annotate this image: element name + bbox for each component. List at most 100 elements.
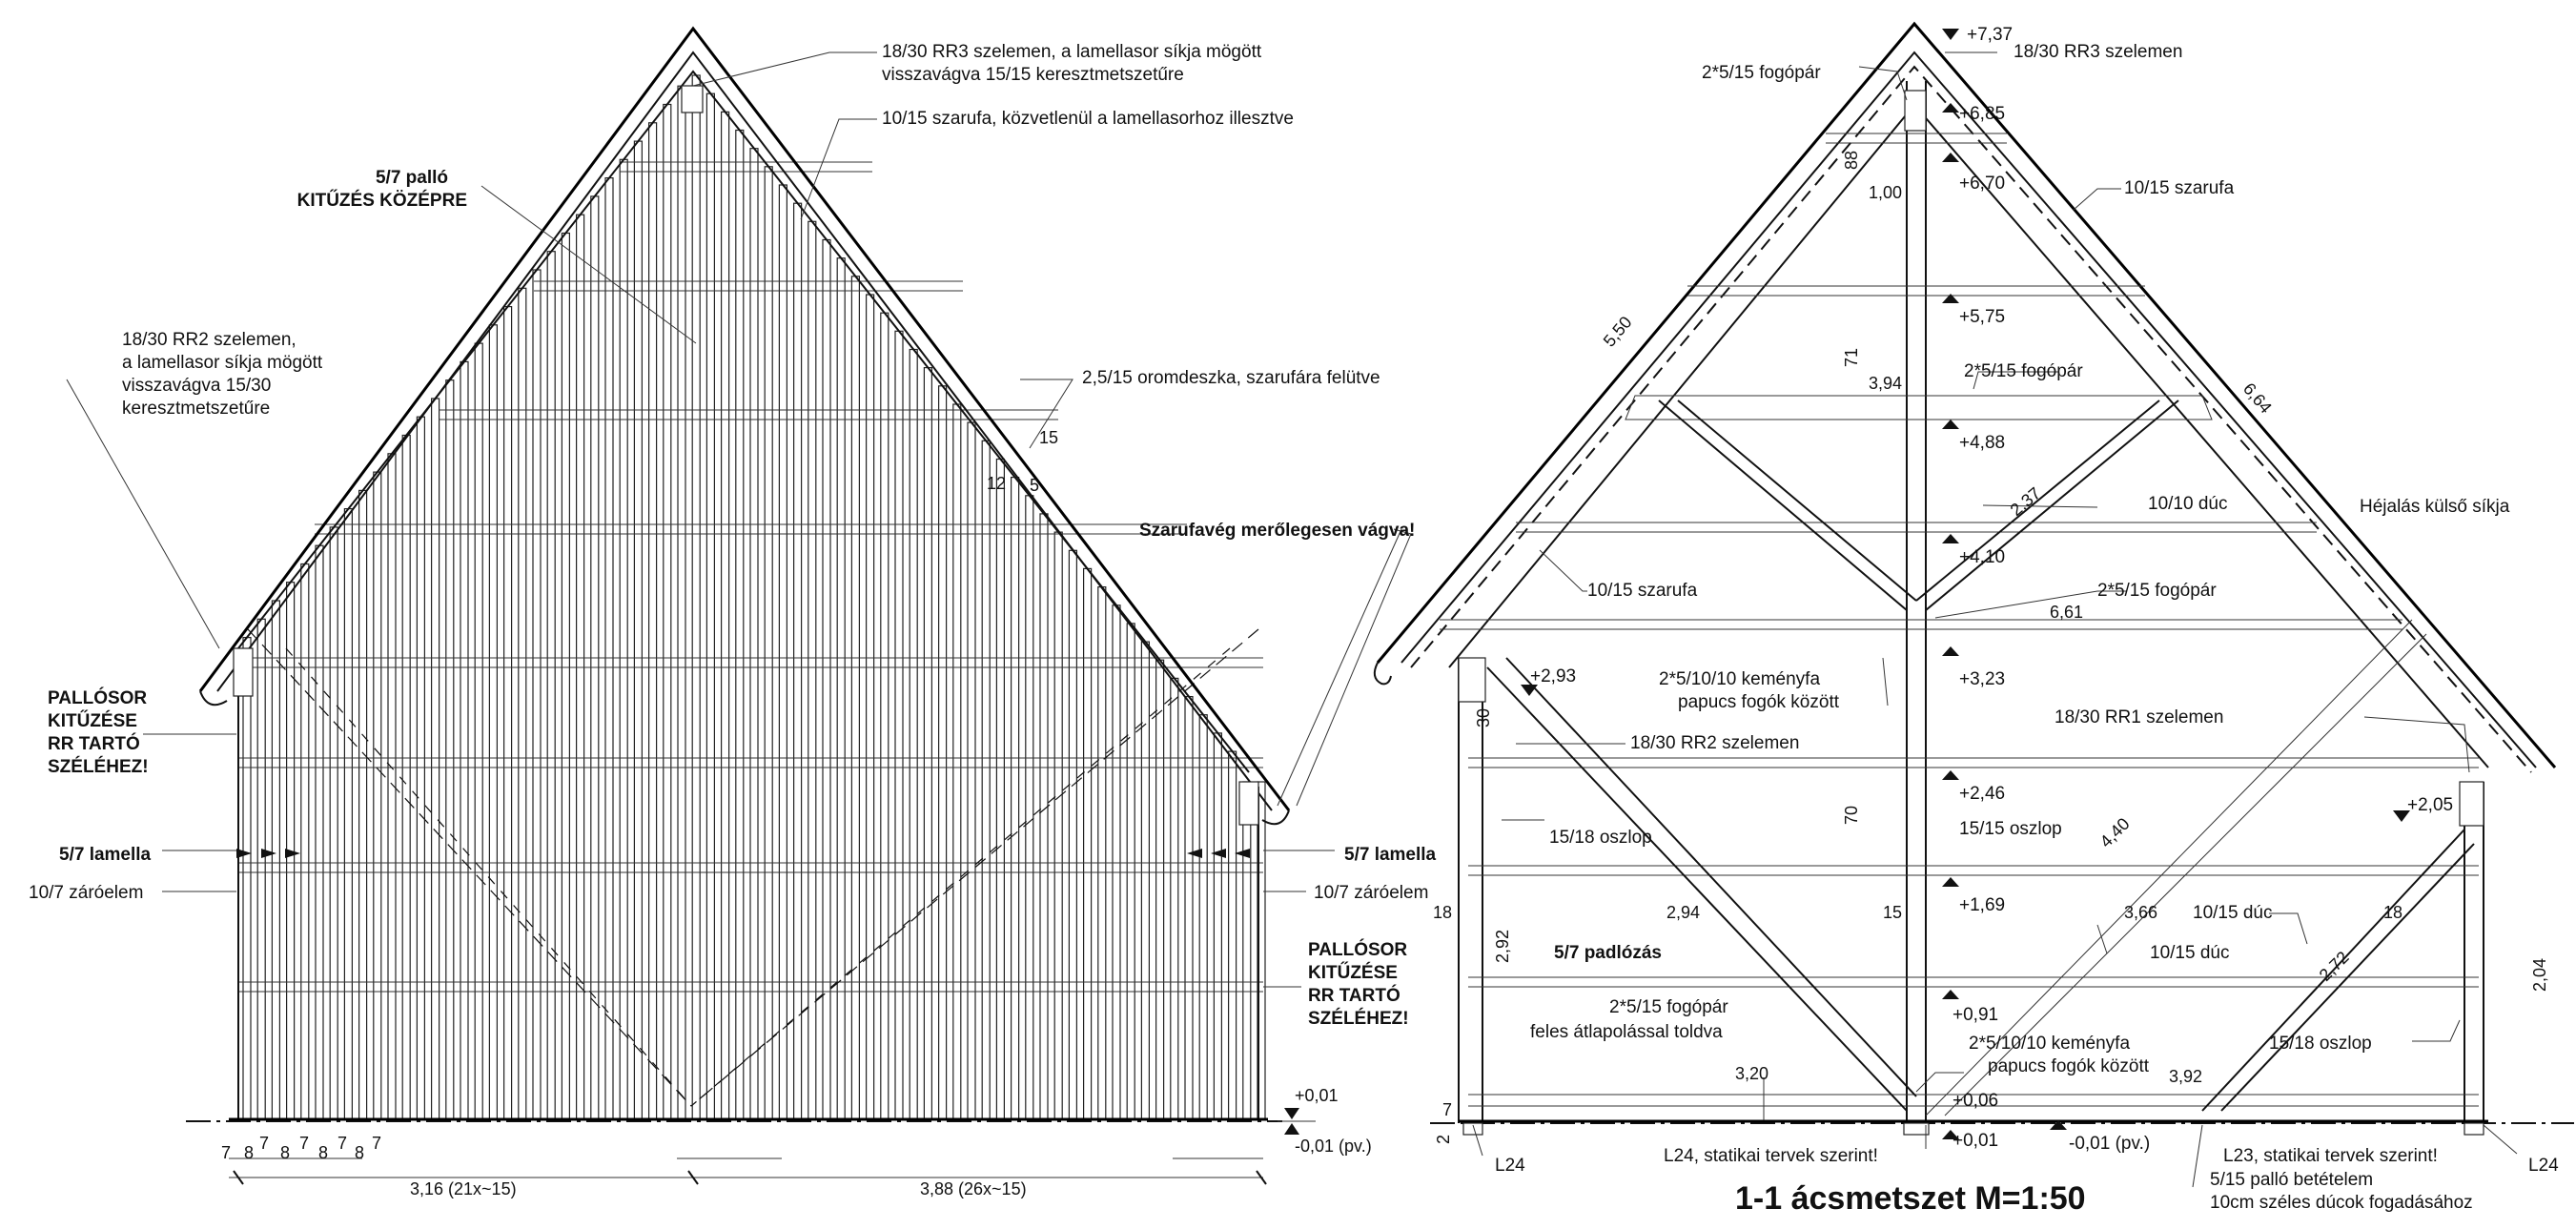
plank-rows xyxy=(238,161,1263,993)
lamella xyxy=(271,600,280,1120)
lamella-left-label: 5/7 lamella xyxy=(59,845,152,865)
lamella xyxy=(474,342,483,1120)
pallo-left-c: RR TARTÓ xyxy=(48,733,140,754)
fogopar-bottom-b: feles átlapolással toldva xyxy=(1530,1022,1723,1042)
dim-2: 2 xyxy=(1434,1135,1453,1144)
lamella xyxy=(1227,750,1237,1120)
rr2-label-c: visszavágva 15/30 xyxy=(122,376,271,396)
rafter-cut-label: Szarufavég merőlegesen vágva! xyxy=(1139,521,1415,541)
lamella xyxy=(952,403,962,1120)
pallo-right-a: PALLÓSOR xyxy=(1308,939,1407,960)
lamella xyxy=(749,148,759,1120)
pallo-left-b: KITŰZÉSE xyxy=(48,710,137,731)
kemenyfa-2b: papucs fogók között xyxy=(1988,1056,2150,1076)
lamella xyxy=(1242,781,1252,1120)
level-410: +4,10 xyxy=(1959,547,2005,567)
elev-dim-small-5: 7 xyxy=(299,1134,309,1153)
lamella-row xyxy=(242,74,1266,1120)
lamella xyxy=(401,434,411,1120)
lamella xyxy=(1126,623,1135,1120)
elev-dim-left-total: 3,16 (21x~15) xyxy=(410,1179,517,1198)
lamella xyxy=(1112,604,1121,1120)
lamella xyxy=(1068,549,1078,1120)
fogopar-mid: 2*5/15 fogópár xyxy=(1964,361,2083,381)
dim-5-elev: 5 xyxy=(1030,476,1039,495)
fogopar-low: 2*5/15 fogópár xyxy=(2097,581,2217,601)
insert-a: 5/15 palló betételem xyxy=(2210,1170,2373,1190)
duc-1010: 10/10 dúc xyxy=(2148,494,2227,514)
gable-elevation: 18/30 RR3 szelemen, a lamellasor síkja m… xyxy=(29,26,1437,1198)
lamella xyxy=(431,398,440,1120)
pallo-left-a: PALLÓSOR xyxy=(48,687,147,708)
elev-dim-small-9: 7 xyxy=(372,1134,381,1153)
zaroelem-right-label: 10/7 záróelem xyxy=(1314,883,1428,903)
dim-392: 3,92 xyxy=(2169,1067,2202,1086)
lamella xyxy=(677,85,686,1120)
dim-7: 7 xyxy=(1442,1100,1452,1119)
gable-roof-outline xyxy=(198,26,1291,1120)
lamella xyxy=(720,111,730,1120)
level-091: +0,91 xyxy=(1952,1005,1998,1025)
insert-b: 10cm széles dúcok fogadásához xyxy=(2210,1193,2473,1213)
lamella xyxy=(764,166,773,1120)
dim-664: 6,64 xyxy=(2239,379,2276,418)
kemenyfa-2a: 2*5/10/10 keményfa xyxy=(1969,1034,2130,1054)
dim-204: 2,04 xyxy=(2530,958,2549,992)
oszlop-1518-left: 15/18 oszlop xyxy=(1549,828,1652,848)
dim-320: 3,20 xyxy=(1735,1064,1768,1083)
rr3-purlin-label-b: visszavágva 15/15 keresztmetszetűre xyxy=(882,65,1184,85)
duc-1015-a: 10/15 dúc xyxy=(2193,903,2272,923)
lamella xyxy=(1097,585,1107,1120)
level-006: +0,06 xyxy=(1952,1091,1998,1111)
level-205: +2,05 xyxy=(2407,795,2453,815)
rr2-label-b: a lamellasor síkja mögött xyxy=(122,353,323,373)
lamella-arrows xyxy=(236,849,1250,858)
lamella-right-label: 5/7 lamella xyxy=(1344,845,1437,865)
elev-level-001: +0,01 xyxy=(1295,1086,1339,1105)
lamella xyxy=(1170,677,1179,1120)
dim-661: 6,61 xyxy=(2050,603,2083,622)
level-575: +5,75 xyxy=(1959,307,2005,327)
lamella xyxy=(894,330,904,1120)
fogopar-top: 2*5/15 fogópár xyxy=(1702,63,1821,83)
lamella xyxy=(1184,695,1194,1120)
lamella xyxy=(647,122,658,1120)
lamella xyxy=(1213,732,1223,1120)
l24-left: L24 xyxy=(1495,1156,1525,1176)
l23-note: L23, statikai tervek szerint! xyxy=(2223,1146,2438,1166)
dim-30: 30 xyxy=(1474,708,1493,727)
gable-board-label: 2,5/15 oromdeszka, szarufára felütve xyxy=(1082,368,1380,388)
section-title: 1-1 ácsmetszet M=1:50 xyxy=(1735,1180,2086,1217)
rr3-label: 18/30 RR3 szelemen xyxy=(2014,42,2182,62)
elev-dim-small-6: 8 xyxy=(318,1143,328,1162)
elevation-leaders xyxy=(66,51,1412,988)
lamella xyxy=(256,618,266,1120)
lamella xyxy=(880,312,889,1120)
lamella xyxy=(502,306,513,1120)
lamella xyxy=(300,563,310,1120)
lamella xyxy=(663,103,672,1120)
pallo-right-b: KITŰZÉSE xyxy=(1308,962,1398,983)
kemenyfa-1a: 2*5/10/10 keményfa xyxy=(1659,669,1820,689)
hidden-braces xyxy=(247,628,1259,1107)
plank-label-a: 5/7 palló xyxy=(376,168,448,188)
rafter-left: 10/15 szarufa xyxy=(1587,581,1698,601)
lamella xyxy=(822,238,831,1120)
lamella xyxy=(850,276,861,1120)
kemenyfa-1b: papucs fogók között xyxy=(1678,692,1840,712)
lamella xyxy=(1082,567,1093,1120)
elevation-level-mark xyxy=(1278,1108,1316,1135)
dim-237: 2,37 xyxy=(2007,483,2045,520)
lamella xyxy=(1198,714,1208,1120)
lamella xyxy=(315,544,324,1120)
lamella xyxy=(735,129,745,1120)
rr1-label: 18/30 RR1 szelemen xyxy=(2055,707,2223,727)
level-323: +3,23 xyxy=(1959,669,2005,689)
lamella xyxy=(981,440,991,1120)
rr2-label-a: 18/30 RR2 szelemen, xyxy=(122,330,296,350)
lamella xyxy=(1053,531,1063,1120)
l24-right: L24 xyxy=(2528,1156,2559,1176)
dim-550: 5,50 xyxy=(1600,313,1636,351)
rafter-direct-label: 10/15 szarufa, közvetlenül a lamellasorh… xyxy=(882,109,1294,129)
